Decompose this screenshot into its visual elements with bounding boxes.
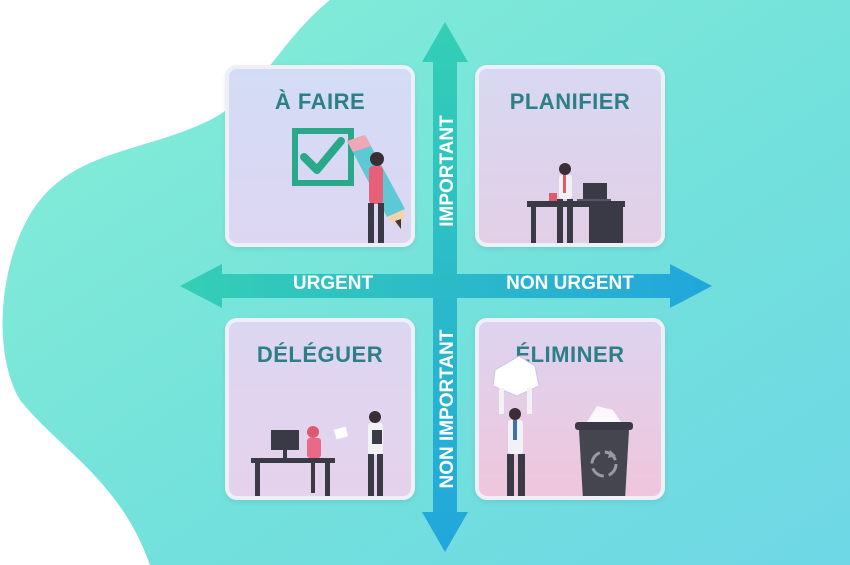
quadrant-do: À FAIRE (225, 65, 415, 247)
crumpled-paper-icon (492, 355, 540, 397)
do-illustration (292, 128, 405, 243)
woman-figure (368, 152, 384, 243)
paper-icon (333, 426, 349, 440)
axis-label-non-urgent: NON URGENT (506, 273, 634, 294)
axis-label-urgent: URGENT (292, 273, 374, 294)
quadrant-plan: PLANIFIER (475, 65, 665, 247)
eliminate-illustration (492, 355, 633, 496)
quadrant-plan-title: PLANIFIER (509, 89, 631, 114)
delegate-illustration (251, 411, 383, 496)
seated-woman-figure (307, 426, 321, 493)
plan-illustration (527, 163, 625, 243)
desk (527, 193, 625, 243)
man-at-desk-figure (557, 163, 573, 243)
axis-label-non-important: NON IMPORTANT (437, 329, 458, 489)
vertical-arrow (422, 22, 468, 552)
man-throwing-figure (499, 388, 532, 496)
quadrant-delegate: DÉLÉGUER (225, 318, 415, 500)
desk (251, 458, 335, 496)
trash-bin-icon (575, 406, 633, 496)
quadrant-eliminate: ÉLIMINER (475, 318, 665, 500)
quadrant-delegate-title: DÉLÉGUER (256, 342, 384, 367)
standing-man-figure (368, 411, 383, 496)
checkbox-icon (292, 128, 354, 186)
quadrant-eliminate-title: ÉLIMINER (515, 342, 625, 367)
axis-label-important: IMPORTANT (437, 115, 458, 227)
laptop-icon (577, 183, 611, 202)
monitor-icon (271, 430, 299, 458)
recycle-icon (590, 450, 618, 478)
quadrant-do-title: À FAIRE (274, 89, 366, 114)
